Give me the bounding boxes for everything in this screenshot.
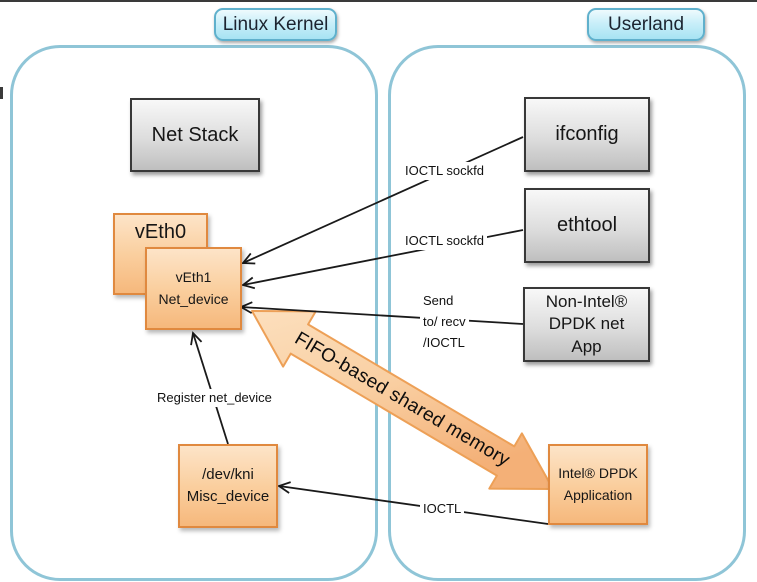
node-label: vEth1 [175,268,212,285]
edge-label-send-recv-ioctl: Send to/ recv /IOCTL [420,290,469,355]
screenshot-edge-artifact [0,87,3,99]
node-label: Non-Intel® [545,292,628,312]
screenshot-top-border [0,0,757,2]
node-label: ifconfig [555,123,619,145]
arrow-ifconfig-to-veth1 [241,136,524,265]
node-label: Net_device [158,290,229,307]
edge-label-line: Send [423,293,454,308]
arrow-inteldpdk-to-devkni [277,481,549,525]
node-veth1-net-device: vEth1 Net_device [145,247,242,330]
node-non-intel-dpdk-net-app: Non-Intel® DPDK net App [523,287,650,362]
edge-label-ioctl: IOCTL [420,500,465,518]
edge-label-line: to/ recv [423,313,466,329]
node-label: App [571,336,602,356]
region-title: Linux Kernel [222,13,329,35]
node-ethtool: ethtool [524,188,650,263]
node-dev-kni-misc-device: /dev/kni Misc_device [178,444,278,528]
node-net-stack: Net Stack [130,98,260,172]
node-intel-dpdk-application: Intel® DPDK Application [548,444,648,525]
edge-label-ioctl-sockfd-ifconfig: IOCTL sockfd [402,162,487,180]
arrow-devkni-to-veth1 [190,331,229,445]
node-label: Misc_device [186,488,270,505]
node-label: DPDK net [548,314,625,334]
tab-linux-kernel: Linux Kernel [214,8,337,41]
node-label: /dev/kni [202,465,254,483]
node-label: Application [563,486,633,503]
node-ifconfig: ifconfig [524,97,650,172]
tab-userland: Userland [587,8,705,41]
edge-label-register-net-device: Register net_device [154,389,275,407]
edge-label-ioctl-sockfd-ethtool: IOCTL sockfd [402,232,487,250]
node-label: Net Stack [151,123,239,146]
node-label: vEth0 [134,221,187,243]
region-title: Userland [607,13,685,35]
node-label: Intel® DPDK [558,464,638,481]
arrow-nonintel-to-veth1 [238,301,524,325]
edge-label-line: /IOCTL [423,334,465,350]
node-label: ethtool [556,214,618,236]
